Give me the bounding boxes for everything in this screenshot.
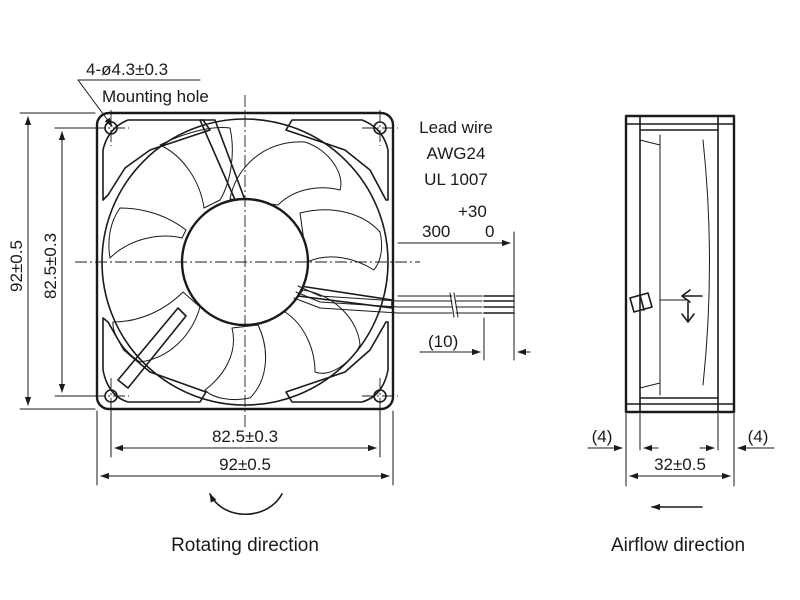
strip-length-label: (10): [428, 332, 458, 351]
flange-right-label: (4): [748, 427, 769, 446]
side-connector: [629, 292, 653, 313]
side-inner-lines: [639, 134, 710, 396]
front-view: [19, 79, 531, 515]
fan-frame: [95, 111, 395, 411]
lead-wire-label: Lead wire: [419, 118, 493, 137]
depth-dimension-lines: [587, 413, 775, 487]
lead-length-label: 300: [422, 222, 450, 241]
height-pitch-label: 82.5±0.3: [41, 233, 60, 299]
lead-wire-gauge: AWG24: [427, 144, 486, 163]
hole-spec-label: 4-ø4.3±0.3: [86, 60, 168, 79]
width-pitch-label: 82.5±0.3: [212, 427, 278, 446]
lead-tolerance-plus: +30: [458, 202, 487, 221]
flange-left-label: (4): [592, 427, 613, 446]
frame-corner-pockets: [102, 119, 389, 403]
side-direction-marks: [681, 289, 703, 323]
lead-length-dimension-lines: [397, 231, 531, 361]
impeller-blades: [108, 127, 383, 401]
airflow-direction-caption: Airflow direction: [611, 535, 745, 556]
rotating-direction-caption: Rotating direction: [171, 535, 319, 556]
lead-wires: [293, 285, 483, 318]
lead-wire-standard: UL 1007: [424, 170, 488, 189]
wire-ends: [483, 295, 515, 314]
width-dimension-lines: [96, 401, 394, 486]
rotating-direction-arrow: [209, 493, 283, 515]
hole-name-label: Mounting hole: [102, 87, 209, 106]
height-outer-label: 92±0.5: [7, 240, 26, 292]
depth-label: 32±0.5: [654, 455, 706, 474]
lead-tolerance-minus: 0: [485, 222, 494, 241]
side-view: [587, 114, 775, 511]
hole-leader: [77, 79, 201, 127]
height-dimension-lines: [19, 112, 106, 410]
side-body: [624, 114, 736, 414]
width-outer-label: 92±0.5: [219, 455, 271, 474]
side-flanges: [625, 115, 735, 413]
